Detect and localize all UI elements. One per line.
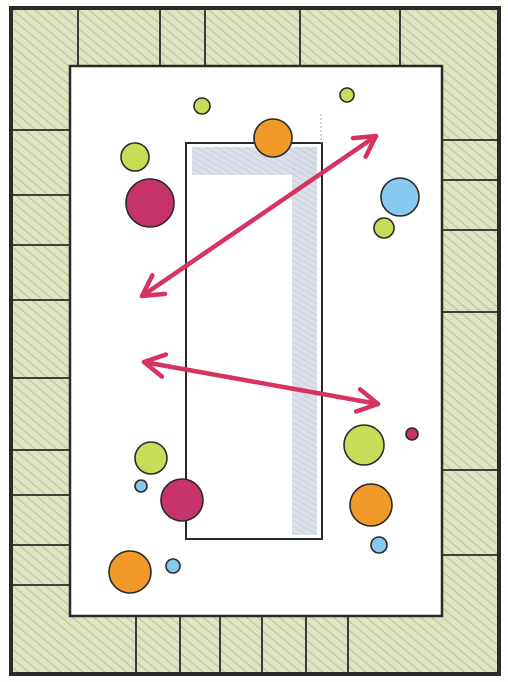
sky-dot-small-bottom <box>166 559 180 573</box>
lime-dot-lower-right <box>344 425 384 465</box>
magenta-dot-small-right <box>406 428 418 440</box>
pool-shade-right <box>292 147 317 535</box>
lime-dot-upper-right <box>374 218 394 238</box>
magenta-dot-upper-left <box>126 179 174 227</box>
sky-dot-small-lower-left <box>135 480 147 492</box>
lime-dot-small-top-left <box>194 98 210 114</box>
orange-dot-top <box>254 119 292 157</box>
orange-dot-lower-right <box>350 484 392 526</box>
magenta-dot-lower-left <box>161 479 203 521</box>
lime-dot-upper-left <box>121 143 149 171</box>
sky-dot-small-lower-right <box>371 537 387 553</box>
orange-dot-bottom-left <box>109 551 151 593</box>
central-pool <box>186 114 322 539</box>
sky-dot-upper-right <box>381 178 419 216</box>
lime-dot-small-top-right <box>340 88 354 102</box>
lime-dot-lower-left <box>135 442 167 474</box>
